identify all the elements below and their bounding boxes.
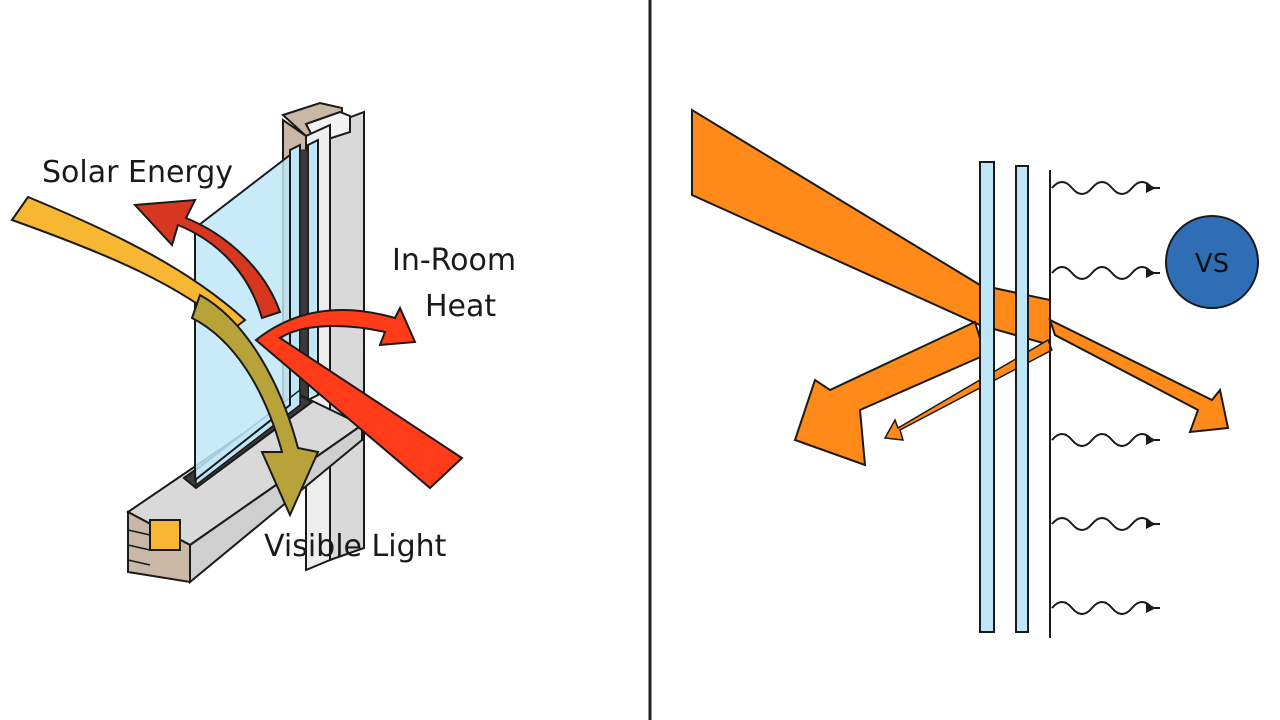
sill-wood-block	[149, 519, 181, 551]
in-room-heat-label-line1: In-Room	[392, 243, 516, 278]
heat-wave-arrow-icon	[1051, 517, 1160, 531]
heat-wave-arrow-icon	[1051, 433, 1160, 447]
solar-energy-arrow	[10, 195, 247, 332]
wood-grain	[127, 559, 151, 566]
heat-wave-arrow-icon	[1051, 601, 1160, 615]
arrowhead	[1146, 603, 1156, 613]
visible-light-label: Visible Light	[264, 529, 447, 564]
wood-grain	[127, 529, 151, 536]
glass-pane-icon	[979, 161, 995, 633]
heat-waves	[1051, 181, 1160, 615]
heat-wave-arrow-icon	[1051, 266, 1160, 280]
heat-arrow	[254, 305, 464, 490]
reflected-beam-arrow	[793, 320, 987, 467]
solar-energy-label: Solar Energy	[42, 155, 233, 190]
frame-side	[329, 110, 365, 562]
window-cross-section-icon	[126, 101, 365, 585]
heat-wave-arrowheads	[1146, 183, 1156, 613]
heat-wave-arrow-icon	[1051, 181, 1160, 195]
arrowhead	[1146, 519, 1156, 529]
arrowhead	[1146, 268, 1156, 278]
vs-badge-text: VS	[1195, 249, 1229, 279]
vs-badge-circle	[1165, 215, 1259, 309]
left-panel: Solar Energy In-Room Heat Visible Light	[10, 101, 516, 585]
in-room-heat-label-line2: Heat	[425, 289, 496, 324]
reflected-heat-arrow	[132, 198, 282, 320]
right-panel: VS	[691, 108, 1259, 638]
visible-light-arrow	[190, 293, 320, 518]
vs-badge: VS	[1165, 215, 1259, 309]
glass-pane-icon	[1015, 165, 1029, 633]
transmitted-beam-arrow	[1048, 318, 1230, 434]
incoming-solar-beam	[691, 108, 1051, 347]
arrowhead	[1146, 183, 1156, 193]
arrowhead	[1146, 435, 1156, 445]
wood-grain	[127, 544, 151, 551]
